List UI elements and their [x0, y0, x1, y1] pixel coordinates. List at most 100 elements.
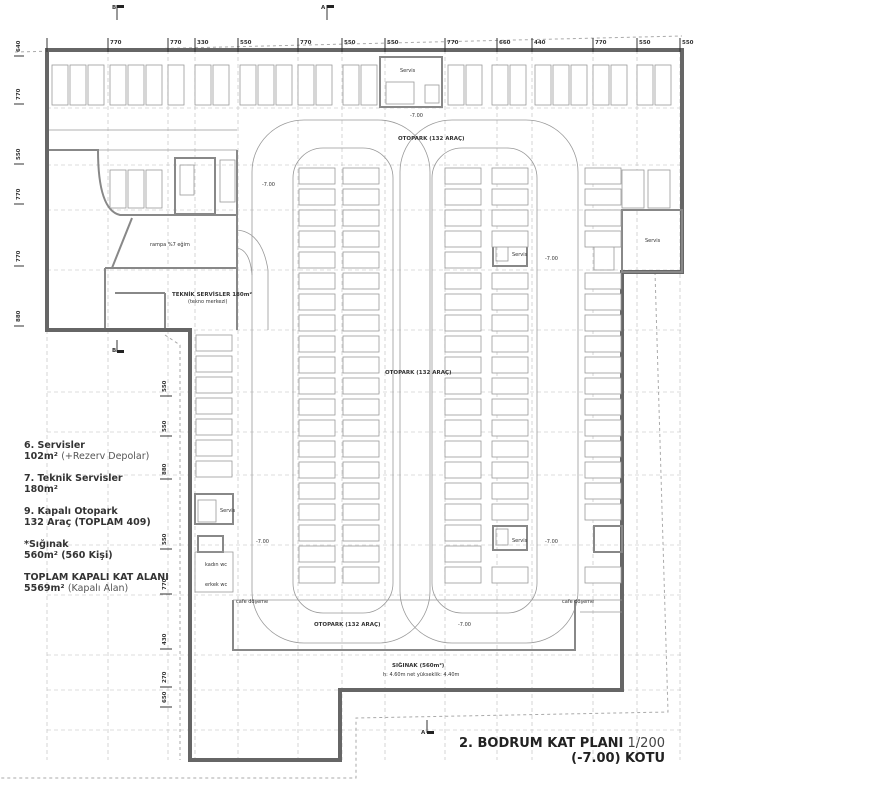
- dimension-label: 660: [499, 40, 511, 46]
- parking-stall: [444, 461, 482, 479]
- parking-stall: [491, 64, 509, 106]
- parking-stall: [444, 167, 482, 185]
- parking-stall: [342, 251, 380, 269]
- parking-stall: [584, 377, 622, 395]
- parking-stall: [342, 440, 380, 458]
- parking-stall: [610, 64, 628, 106]
- parking-stall: [239, 64, 257, 106]
- parking-stall: [491, 440, 529, 458]
- parking-stall: [570, 64, 588, 106]
- service-core-mid: Servis Servis: [492, 241, 623, 553]
- parking-stall: [298, 356, 336, 374]
- section-b-top: B: [112, 5, 116, 11]
- level-mark: -7.00: [262, 182, 275, 188]
- plan-labels: OTOPARK (132 ARAÇ) OTOPARK (132 ARAÇ) OT…: [150, 113, 594, 678]
- parking-stalls: [51, 64, 672, 584]
- dimension-label: 430: [162, 633, 168, 645]
- parking-stall: [298, 167, 336, 185]
- parking-stall: [584, 167, 622, 185]
- parking-stall: [342, 524, 380, 542]
- parking-stall: [444, 335, 482, 353]
- parking-stall: [195, 439, 233, 457]
- parking-stall: [654, 64, 672, 106]
- parking-stall: [127, 64, 145, 106]
- parking-stall: [509, 64, 527, 106]
- parking-stall: [51, 64, 69, 106]
- site-boundary-left: [164, 334, 181, 760]
- parking-stall: [584, 314, 622, 332]
- parking-stall: [342, 461, 380, 479]
- parking-stall: [127, 169, 145, 209]
- parking-stall: [195, 418, 233, 436]
- parking-stall: [584, 398, 622, 416]
- parking-stall: [444, 503, 482, 521]
- parking-stall: [491, 566, 529, 584]
- legend-title: 6. Servisler: [24, 440, 85, 451]
- parking-stall: [491, 293, 529, 311]
- level-mark: -7.00: [545, 256, 558, 262]
- parking-stall: [298, 524, 336, 542]
- shelter-label: SIĞINAK (560m²): [392, 662, 445, 669]
- dimension-label: 550: [639, 40, 651, 46]
- parking-stall: [444, 230, 482, 248]
- service-core-top: Servis: [379, 56, 443, 108]
- level-mark: -7.00: [545, 539, 558, 545]
- title-level: (-7.00) KOTU: [571, 751, 665, 766]
- parking-stall: [444, 377, 482, 395]
- parking-stall: [298, 314, 336, 332]
- parking-stall: [298, 188, 336, 206]
- dimension-label: 650: [162, 691, 168, 703]
- parking-stall: [342, 503, 380, 521]
- parking-stall: [297, 64, 315, 106]
- legend-value: 560m² (560 Kişi): [24, 550, 113, 561]
- parking-stall: [444, 440, 482, 458]
- parking-stall: [444, 251, 482, 269]
- parking-stall: [257, 64, 275, 106]
- parking-stall: [465, 64, 483, 106]
- parking-inner-wall: [232, 600, 576, 651]
- parking-stall: [195, 334, 233, 352]
- parking-stall: [491, 209, 529, 227]
- stair-core-left: [174, 157, 236, 215]
- dimension-label: 770: [170, 40, 182, 46]
- dimension-label: 880: [16, 310, 22, 322]
- parking-stall: [584, 188, 622, 206]
- parking-stall: [145, 64, 163, 106]
- site-boundary-right: [0, 271, 669, 779]
- parking-stall: [491, 314, 529, 332]
- outer-wall: [45, 48, 684, 762]
- legend-title: 9. Kapalı Otopark: [24, 506, 118, 517]
- parking-stall: [584, 272, 622, 290]
- dimension-label: 640: [16, 40, 22, 52]
- parking-stall: [298, 503, 336, 521]
- parking-stall: [145, 169, 163, 209]
- parking-stall: [298, 398, 336, 416]
- dimension-label: 770: [162, 578, 168, 590]
- dimension-label: 330: [197, 40, 209, 46]
- dimension-label: 770: [110, 40, 122, 46]
- legend-value: 180m²: [24, 484, 58, 495]
- floor-note: cafe döşeme: [236, 599, 268, 605]
- parking-stall: [342, 272, 380, 290]
- room-label: Servis: [512, 252, 528, 258]
- parking-stall: [298, 251, 336, 269]
- dimension-label: 550: [387, 40, 399, 46]
- parking-stall: [584, 419, 622, 437]
- parking-stall: [444, 398, 482, 416]
- parking-stall: [491, 398, 529, 416]
- parking-stall: [491, 419, 529, 437]
- parking-stall: [584, 440, 622, 458]
- parking-stall: [342, 398, 380, 416]
- level-mark: -7.00: [458, 622, 471, 628]
- parking-stall: [298, 272, 336, 290]
- parking-stall: [342, 566, 380, 584]
- dimension-label: 770: [16, 88, 22, 100]
- otopark-label-top: OTOPARK (132 ARAÇ): [398, 136, 465, 142]
- parking-stall: [491, 377, 529, 395]
- parking-stall: [491, 335, 529, 353]
- parking-stall: [584, 566, 622, 584]
